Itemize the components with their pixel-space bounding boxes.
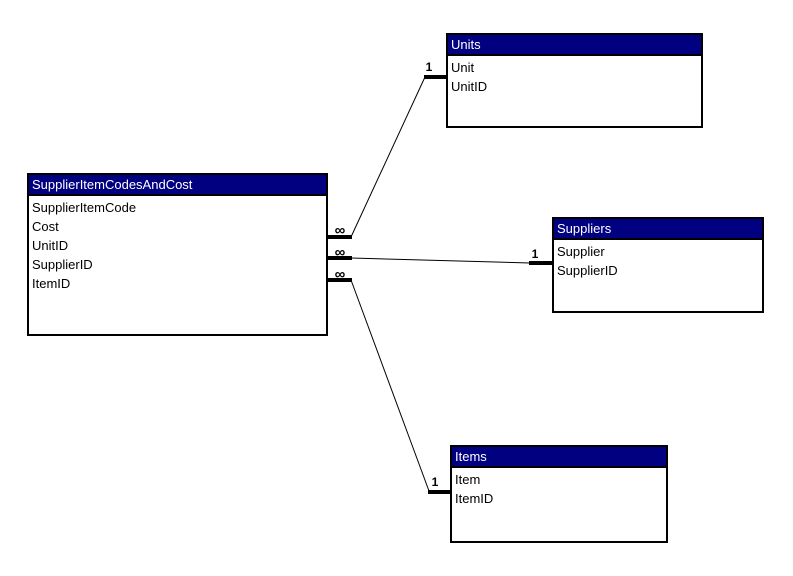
- table-field-list: Item ItemID: [452, 468, 666, 508]
- field-row-unitid[interactable]: UnitID: [451, 79, 488, 94]
- relationship-line-units[interactable]: [328, 75, 447, 239]
- table-title-bar[interactable]: SupplierItemCodesAndCost: [29, 175, 326, 196]
- table-field-list: Unit UnitID: [448, 56, 701, 96]
- table-title-bar[interactable]: Units: [448, 35, 701, 56]
- field-row-item[interactable]: Item: [455, 472, 481, 487]
- table-supplieritemcodesandcost[interactable]: SupplierItemCodesAndCost SupplierItemCod…: [27, 173, 328, 336]
- relationship-line-suppliers[interactable]: [328, 256, 553, 265]
- table-suppliers[interactable]: Suppliers Supplier SupplierID: [552, 217, 764, 313]
- field-row-itemid[interactable]: ItemID: [32, 276, 71, 291]
- table-title-bar[interactable]: Items: [452, 447, 666, 468]
- relationship-line-items[interactable]: [328, 278, 451, 494]
- table-field-list: Supplier SupplierID: [554, 240, 762, 280]
- field-row-unitid[interactable]: UnitID: [32, 238, 69, 253]
- table-field-list: SupplierItemCode Cost UnitID SupplierID …: [29, 196, 326, 293]
- field-row-itemid[interactable]: ItemID: [455, 491, 494, 506]
- table-units[interactable]: Units Unit UnitID: [446, 33, 703, 128]
- field-row-supplierid[interactable]: SupplierID: [557, 263, 618, 278]
- table-items[interactable]: Items Item ItemID: [450, 445, 668, 543]
- field-row-cost[interactable]: Cost: [32, 219, 59, 234]
- field-row-supplieritemcode[interactable]: SupplierItemCode: [32, 200, 137, 215]
- field-row-supplier[interactable]: Supplier: [557, 244, 605, 259]
- field-row-supplierid[interactable]: SupplierID: [32, 257, 93, 272]
- table-title-bar[interactable]: Suppliers: [554, 219, 762, 240]
- field-row-unit[interactable]: Unit: [451, 60, 475, 75]
